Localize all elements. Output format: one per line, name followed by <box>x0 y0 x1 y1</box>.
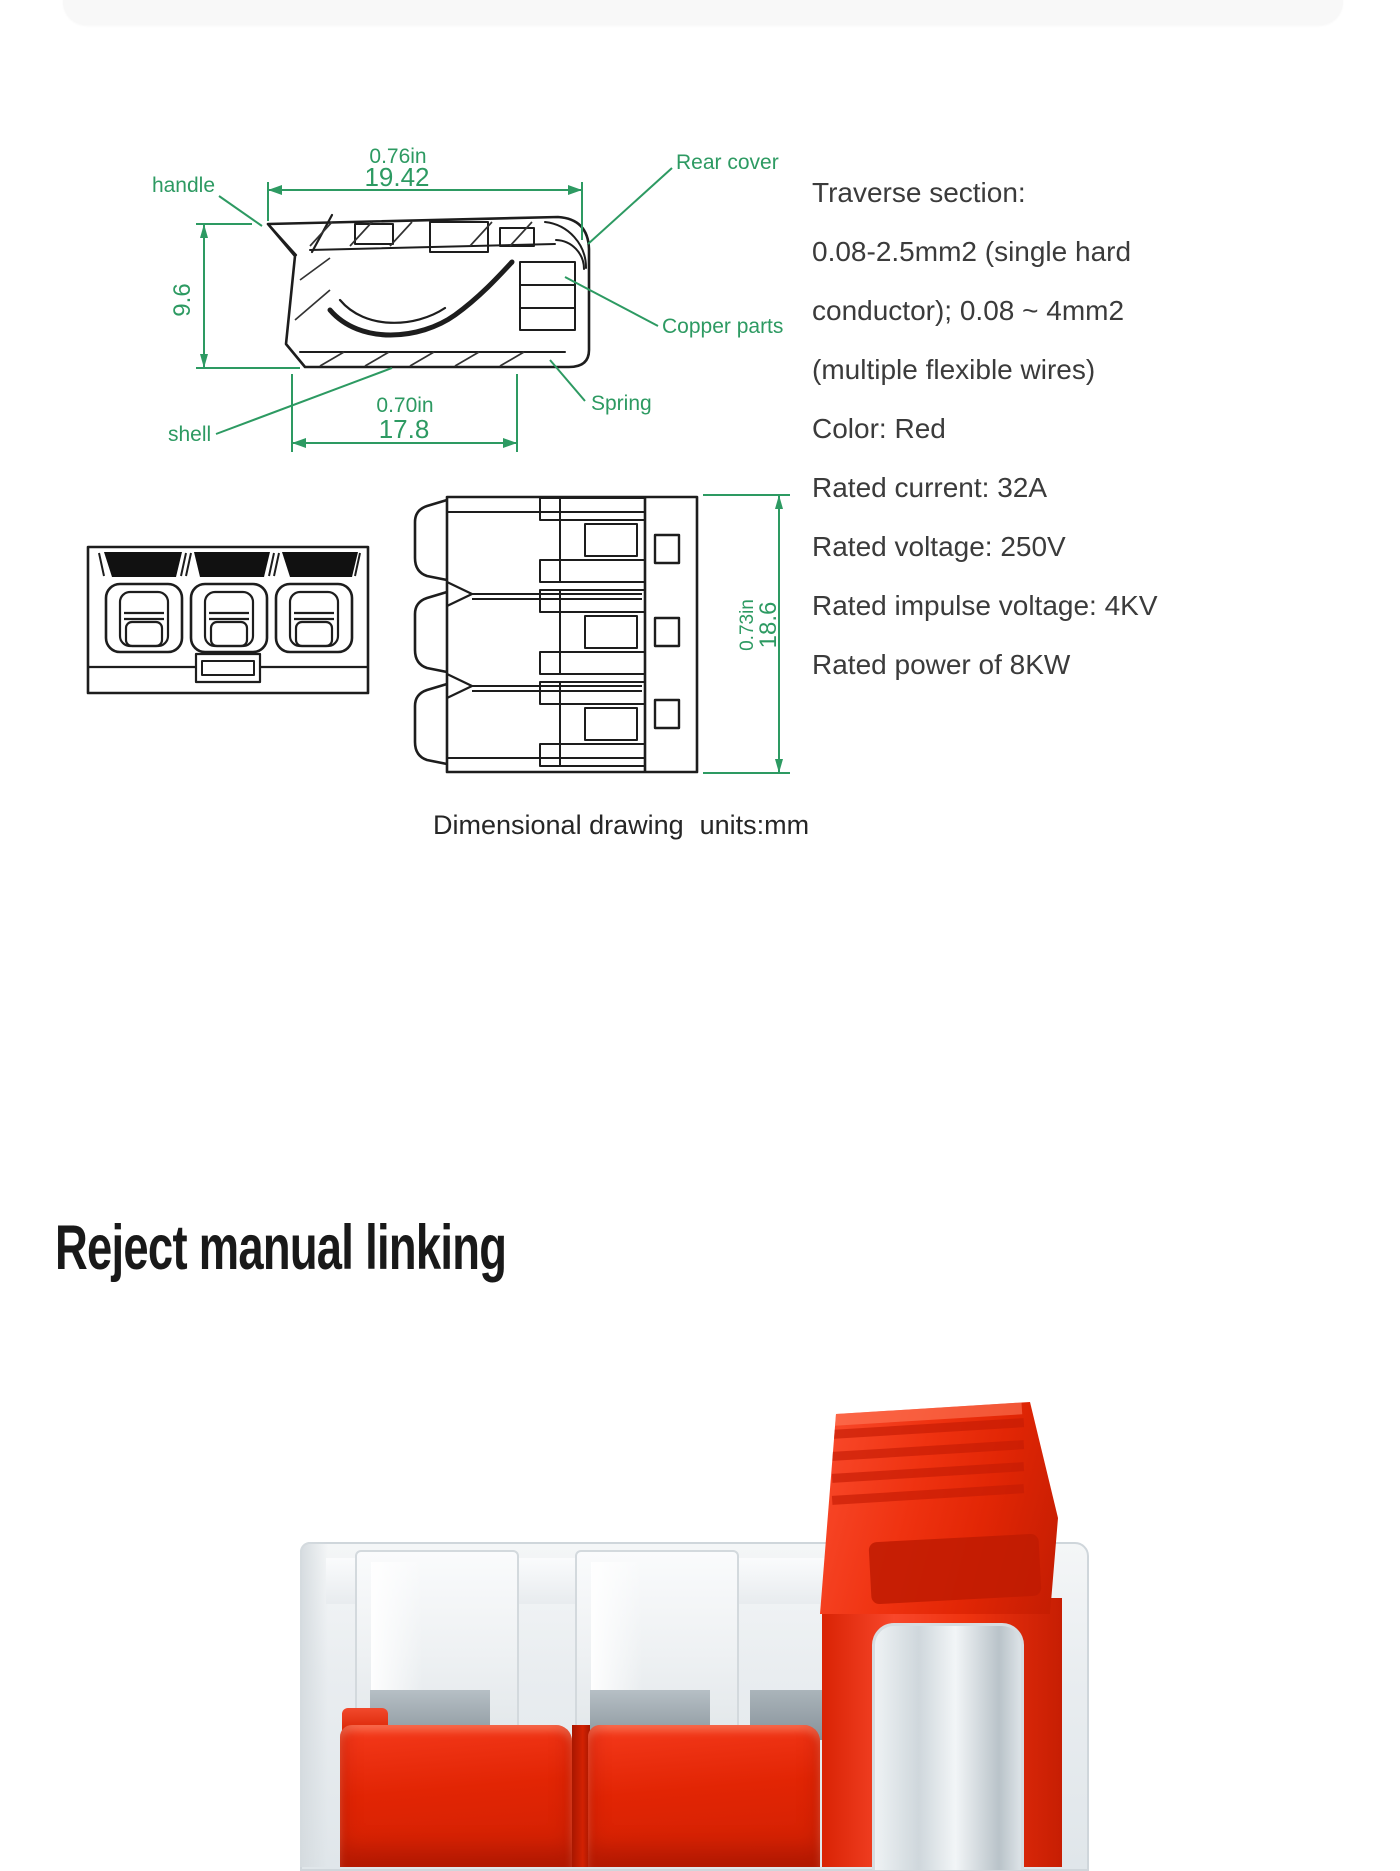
shell-left-edge <box>300 1542 328 1867</box>
dim-top-inches: 0.76in <box>369 145 426 168</box>
side-view-hatching <box>294 221 533 367</box>
label-copper-parts: Copper parts <box>662 315 783 338</box>
lever-reflection <box>868 1533 1042 1605</box>
dimension-arrows <box>200 185 783 773</box>
spec-line: Traverse section: <box>812 177 1026 208</box>
front-view-lever-slots <box>104 552 358 577</box>
lever-rib <box>831 1484 1025 1505</box>
label-shell: shell <box>168 423 211 446</box>
spec-line: Color: Red <box>812 413 946 444</box>
caption-units: units:mm <box>699 810 810 840</box>
spec-text-block: Traverse section: 0.08-2.5mm2 (single ha… <box>812 163 1158 694</box>
previous-section-card-bottom <box>63 0 1343 25</box>
dim-height-mm: 9.6 <box>169 283 196 316</box>
top-view <box>413 495 699 774</box>
dim-bottom-mm: 17.8 <box>379 414 430 444</box>
front-lever-closed-1 <box>340 1725 572 1867</box>
lever-rib <box>831 1462 1025 1483</box>
label-rear-cover: Rear cover <box>676 151 779 174</box>
dim-side-inches: 0.73in <box>737 599 758 651</box>
caption-text: Dimensional drawing <box>433 810 684 840</box>
diagram-caption: Dimensional drawing units:mm <box>433 810 809 841</box>
clear-window <box>872 1623 1024 1870</box>
dimensional-drawing: 0.76in 19.42 9.6 0.70in 17.8 0.73in 18.6… <box>86 145 790 774</box>
dim-bottom-inches: 0.70in <box>376 394 433 417</box>
dim-side-mm: 18.6 <box>755 602 782 649</box>
lever-rib <box>831 1440 1025 1461</box>
side-view-outline <box>266 213 591 369</box>
connector-photo <box>230 1390 1130 1871</box>
spec-line: (multiple flexible wires) <box>812 354 1096 385</box>
label-handle: handle <box>152 174 215 197</box>
spec-line: Rated voltage: 250V <box>812 531 1066 562</box>
spec-line: conductor); 0.08 ~ 4mm2 <box>812 295 1125 326</box>
spec-line: Rated impulse voltage: 4KV <box>812 590 1158 621</box>
lever-gap-shadow <box>572 1725 590 1867</box>
front-view <box>86 545 370 695</box>
dimension-lines <box>196 167 790 774</box>
dimension-texts: 0.76in 19.42 9.6 0.70in 17.8 0.73in 18.6… <box>152 145 783 651</box>
front-lever-closed-2 <box>588 1725 820 1867</box>
dim-top-mm: 19.42 <box>364 162 429 192</box>
spec-line: Rated power of 8KW <box>812 649 1071 680</box>
label-spring: Spring <box>591 392 652 415</box>
spec-line: 0.08-2.5mm2 (single hard <box>812 236 1132 267</box>
port-highlight <box>591 1562 643 1712</box>
port-highlight <box>371 1562 423 1712</box>
spec-line: Rated current: 32A <box>812 472 1048 503</box>
section-heading: Reject manual linking <box>55 1213 507 1283</box>
